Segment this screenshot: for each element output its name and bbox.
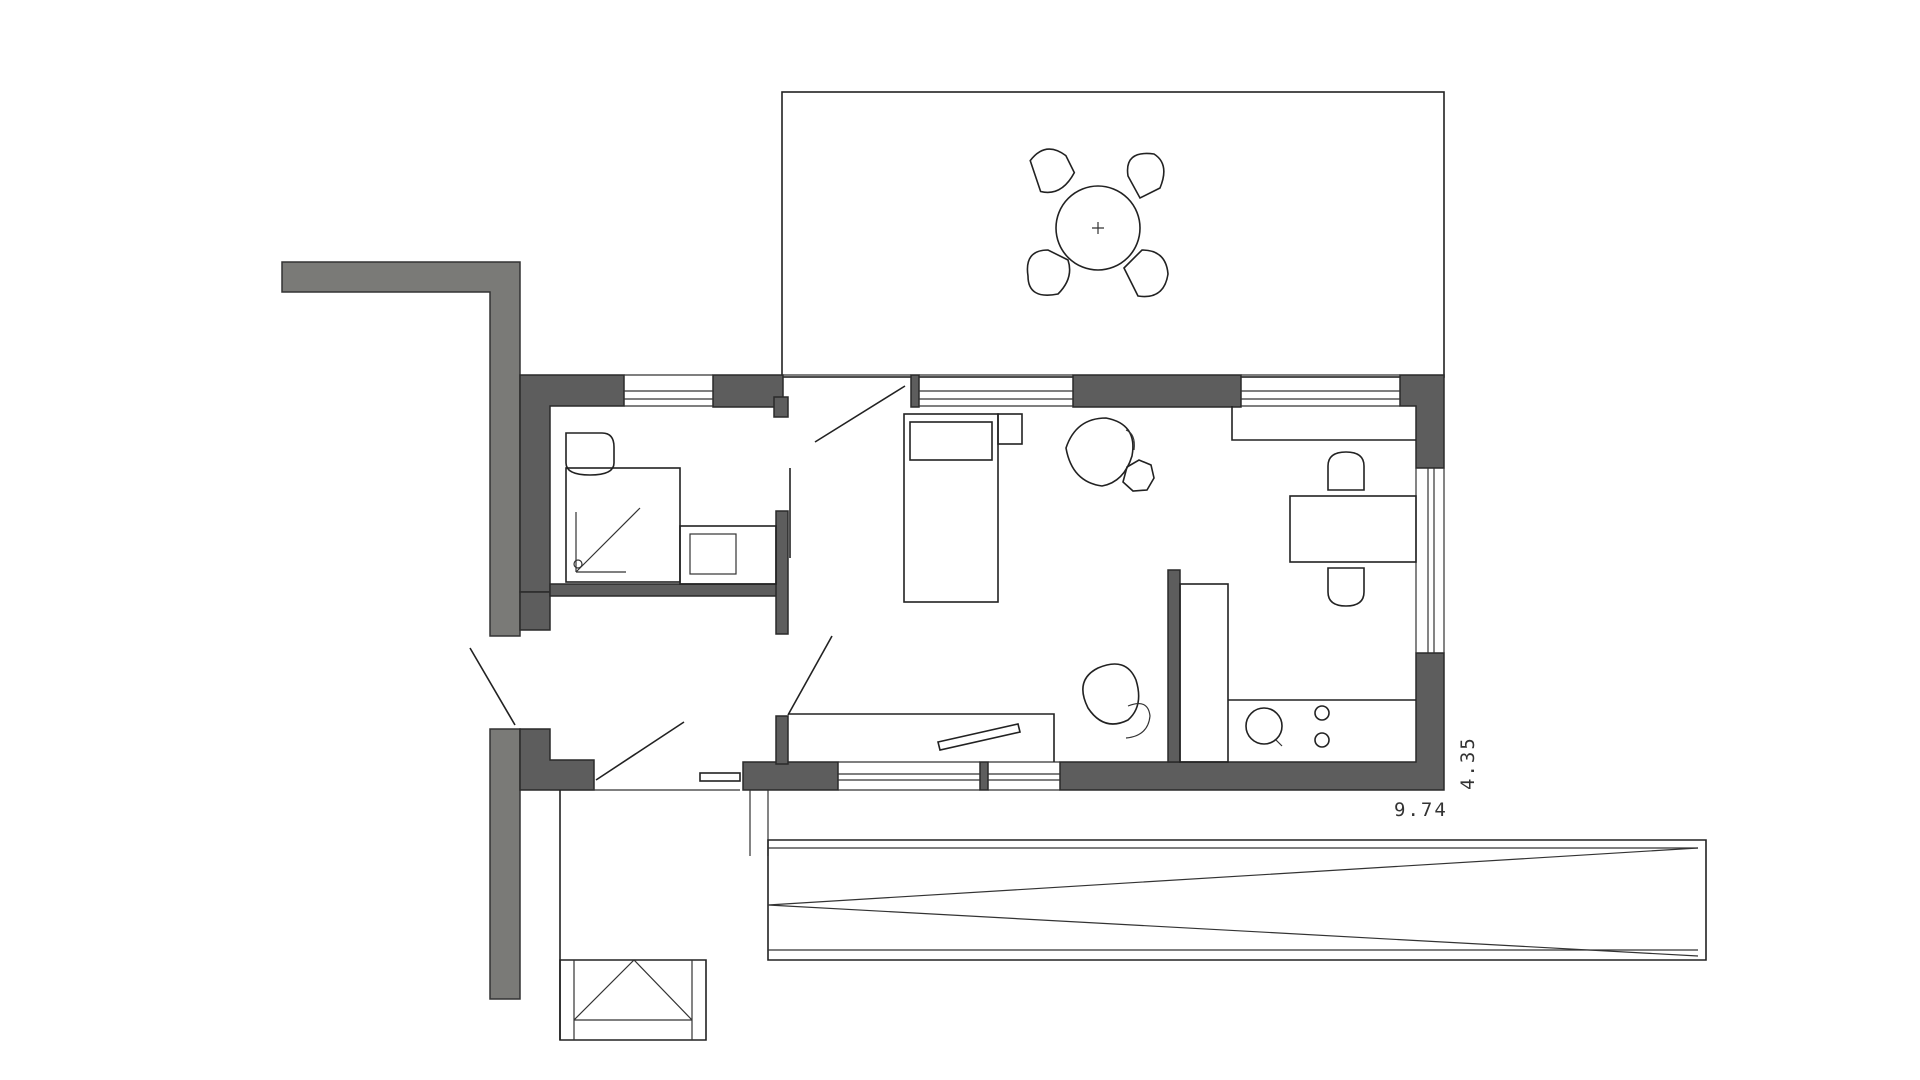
retaining-wall	[281, 261, 521, 1000]
armchair-top-arm	[1125, 429, 1135, 451]
living-area	[788, 413, 1155, 762]
wall-southwest	[519, 728, 595, 791]
bathroom-partition	[549, 583, 787, 597]
wall-south-mullion	[979, 761, 989, 791]
wall-north-pier-3	[1072, 374, 1242, 408]
bathroom	[565, 432, 777, 585]
hob-burner-1	[1314, 705, 1330, 721]
stair-outline	[559, 959, 707, 1041]
deck	[559, 790, 1707, 1041]
sink-tap	[1275, 739, 1283, 747]
wall-northwest	[519, 374, 625, 593]
wardrobe	[1179, 583, 1229, 763]
ramp-outline	[767, 839, 1707, 961]
wall-northeast-corner	[1399, 374, 1445, 469]
armchair-bottom	[1082, 663, 1140, 725]
wall-north-stub	[773, 396, 789, 418]
kitchen-partition	[1167, 569, 1181, 763]
shower-tray	[565, 467, 681, 583]
dimension-width: 9.74	[1394, 799, 1448, 821]
chair-top-right	[1126, 152, 1165, 200]
sink	[689, 533, 737, 575]
sideboard	[1231, 406, 1416, 441]
gate-leaf	[469, 647, 516, 726]
vanity-counter	[679, 525, 777, 585]
pillow	[909, 421, 993, 461]
bathroom-side-wall	[775, 510, 789, 635]
wall-north-pier-1	[712, 374, 784, 408]
dining-table-set	[1026, 148, 1169, 298]
windows	[624, 374, 1445, 791]
window-east	[1415, 468, 1445, 653]
round-table	[1055, 185, 1141, 271]
side-table-top	[1122, 459, 1155, 492]
wall-north-pier-2	[910, 374, 920, 408]
retaining-wall-lower	[489, 728, 521, 1000]
table-center-mark	[1092, 222, 1104, 234]
chair-top-left	[1029, 148, 1076, 194]
entrance-door-leaf	[595, 721, 685, 781]
shower-drain	[573, 559, 583, 569]
toilet	[565, 432, 615, 476]
entry-stub-wall	[775, 715, 789, 765]
dining-desk	[1289, 495, 1417, 563]
window-south-2	[988, 761, 1060, 791]
terrace-door-leaf	[814, 385, 906, 443]
terrace-outline	[781, 91, 1445, 378]
door-threshold	[699, 772, 741, 782]
dimension-depth: 4.35	[1457, 736, 1479, 790]
terrace	[781, 91, 1445, 378]
desk	[788, 713, 1055, 762]
interior-walls	[549, 510, 1181, 765]
stair-triangle	[573, 959, 693, 1040]
shower-lines	[575, 507, 641, 573]
armchair-bottom-arm	[1125, 703, 1151, 739]
living-door-leaf	[787, 635, 833, 716]
chair-bottom-left	[1026, 249, 1071, 296]
deck-edge-left	[559, 790, 561, 1040]
exterior-walls	[519, 374, 1445, 791]
wall-southeast	[1059, 652, 1445, 791]
dimensions: 9.74 4.35	[1394, 736, 1479, 821]
window-bathroom	[624, 374, 713, 407]
desk-item	[937, 723, 1021, 751]
wall-west-stub	[519, 591, 551, 631]
ramp-slope	[767, 847, 1699, 957]
armchair-top	[1065, 417, 1134, 487]
hob-burner-2	[1314, 732, 1330, 748]
chair-bottom-right	[1123, 249, 1169, 298]
window-north-1	[919, 374, 1073, 407]
bed	[903, 413, 999, 603]
retaining-wall-upper	[281, 261, 521, 637]
bedside-table	[997, 413, 1023, 445]
dining-chair-top	[1327, 451, 1365, 491]
window-south-1	[838, 761, 980, 791]
wall-south-pier-1	[742, 761, 839, 791]
dining-chair-bottom	[1327, 567, 1365, 607]
doors	[469, 385, 906, 791]
sink-bowl	[1245, 707, 1283, 745]
kitchen-area	[1179, 406, 1417, 763]
terrace-door-opening	[783, 374, 911, 376]
deck-posts	[749, 790, 769, 856]
ramp-inner	[768, 847, 1698, 951]
window-north-2	[1241, 374, 1400, 407]
